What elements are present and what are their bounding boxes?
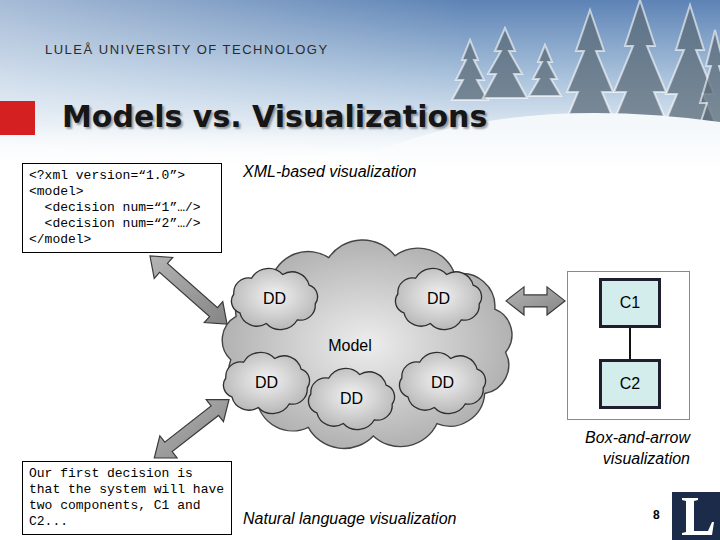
- code-line: <?xml version=“1.0”>: [29, 168, 215, 184]
- block-arrow: [150, 256, 227, 324]
- node-label: C2: [620, 375, 640, 393]
- pine-tree: [529, 45, 561, 96]
- connector-line: [629, 328, 631, 359]
- cloud-shape: [399, 352, 485, 413]
- node-label: Model: [320, 337, 380, 355]
- visualization-label: XML-based visualization: [243, 163, 416, 181]
- university-name: LULEÅ UNIVERSITY OF TECHNOLOGY: [45, 42, 329, 57]
- pine-tree: [452, 40, 488, 100]
- visualization-label: Natural language visualization: [243, 510, 456, 528]
- decision-cloud: DD: [227, 268, 322, 330]
- diagram-frame: Box-and-arrow visualizationC1C2: [567, 271, 690, 420]
- pine-tree: [483, 28, 527, 98]
- natural-text: Our first decision is that the system wi…: [29, 466, 225, 530]
- decision-cloud: DD: [219, 352, 314, 414]
- node-label: C1: [620, 294, 640, 312]
- code-line: </model>: [29, 232, 215, 248]
- node-label: DD: [340, 390, 363, 408]
- cloud-shape: [231, 268, 317, 329]
- code-line: <decision num=“1”…/>: [29, 200, 215, 216]
- cloud-shape: [308, 368, 394, 429]
- label-holder: LULEÅ UNIVERSITY OF TECHNOLOGY: [45, 42, 329, 57]
- component-box: C2: [599, 359, 661, 409]
- label-holder: XML-based visualization: [243, 163, 416, 181]
- logo-mark: [682, 498, 714, 535]
- node-label: DD: [427, 290, 450, 308]
- node-label: DD: [263, 290, 286, 308]
- code-line: <model>: [29, 184, 215, 200]
- sky: [0, 0, 720, 170]
- title-marker: [0, 101, 35, 135]
- label-holder: Natural language visualization: [243, 510, 456, 528]
- sky-fade: [0, 0, 720, 170]
- slide-title: Models vs. Visualizations: [62, 99, 487, 134]
- page-number: 8: [653, 508, 660, 522]
- cloud-shape: [395, 268, 481, 329]
- title-holder: Models vs. Visualizations: [62, 99, 487, 134]
- decision-cloud: DD: [304, 368, 399, 430]
- visualization-label: Box-and-arrow visualization: [560, 427, 690, 469]
- decision-cloud: DD: [391, 268, 486, 330]
- cloud-shape: [222, 240, 512, 449]
- node-label: DD: [255, 374, 278, 392]
- block-arrow: [154, 400, 229, 458]
- component-box: C1: [599, 278, 661, 328]
- node-label: DD: [431, 374, 454, 392]
- label-holder: 8: [653, 508, 660, 522]
- block-arrow: [506, 287, 565, 315]
- text-box: Our first decision is that the system wi…: [22, 461, 232, 535]
- code-box: <?xml version=“1.0”><model><decision num…: [22, 163, 222, 253]
- decision-cloud: DD: [395, 352, 490, 414]
- model-cloud: ModelDDDDDDDDDD: [215, 240, 520, 450]
- cloud-shape: [223, 352, 309, 413]
- code-line: <decision num=“2”…/>: [29, 216, 215, 232]
- university-logo: [672, 492, 720, 540]
